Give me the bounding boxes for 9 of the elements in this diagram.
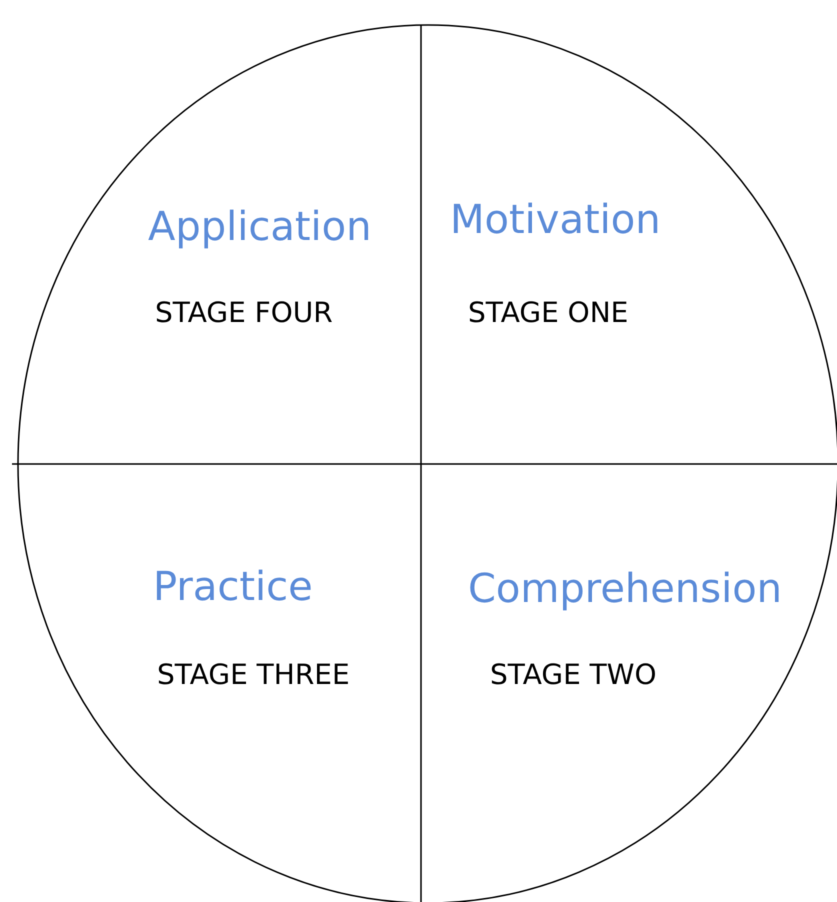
circle-outline	[17, 24, 837, 902]
stage-label: STAGE TWO	[490, 660, 656, 691]
quadrant-heading: Comprehension	[468, 567, 782, 611]
quadrant-heading: Application	[148, 205, 372, 249]
stage-label: STAGE THREE	[157, 660, 350, 691]
quadrant-heading: Motivation	[450, 198, 661, 242]
stage-label: STAGE ONE	[468, 298, 628, 329]
quadrant-heading: Practice	[153, 565, 313, 609]
stage-label: STAGE FOUR	[155, 298, 333, 329]
